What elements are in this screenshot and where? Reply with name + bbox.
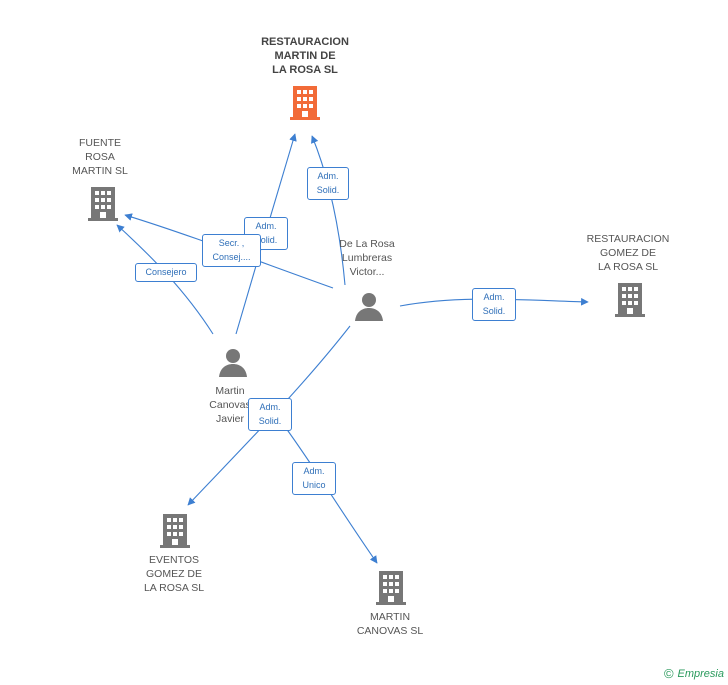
building-icon[interactable] xyxy=(615,283,645,317)
node-label-fuente-rosa[interactable]: FUENTE ROSA MARTIN SL xyxy=(72,137,128,177)
relation-adm-solid: Adm. Solid. xyxy=(307,167,349,200)
person-icon[interactable] xyxy=(218,348,248,378)
building-icon[interactable] xyxy=(160,514,190,548)
building-icon[interactable] xyxy=(376,571,406,605)
node-label-restauracion-martin[interactable]: RESTAURACION MARTIN DE LA ROSA SL xyxy=(261,36,349,76)
relation-consejero: Consejero xyxy=(135,263,197,282)
brand-name: Empresia xyxy=(677,667,724,680)
node-label-de-la-rosa[interactable]: De La Rosa Lumbreras Victor... xyxy=(339,238,395,278)
copyright-symbol: © xyxy=(663,666,674,681)
node-label-martin-canovas-sl[interactable]: MARTIN CANOVAS SL xyxy=(356,611,424,637)
person-icon[interactable] xyxy=(354,292,384,322)
node-label-eventos-gomez[interactable]: EVENTOS GOMEZ DE LA ROSA SL xyxy=(143,554,205,594)
relation-secr-consej: Secr. , Consej.... xyxy=(202,234,261,267)
footer-brand: © Empresia xyxy=(664,666,724,681)
building-icon[interactable] xyxy=(88,187,118,221)
relation-adm-unico: Adm. Unico xyxy=(292,462,336,495)
node-label-restauracion-gomez[interactable]: RESTAURACION GOMEZ DE LA ROSA SL xyxy=(586,233,670,273)
building-icon[interactable] xyxy=(290,86,320,120)
relation-adm-solid: Adm. Solid. xyxy=(248,398,292,431)
edge-delarosa-restauracion-martin xyxy=(311,135,346,286)
relation-adm-solid: Adm. Solid. xyxy=(244,217,288,250)
node-label-martin-canovas[interactable]: Martin Canovas Javier xyxy=(209,385,251,425)
relation-adm-solid: Adm. Solid. xyxy=(472,288,516,321)
